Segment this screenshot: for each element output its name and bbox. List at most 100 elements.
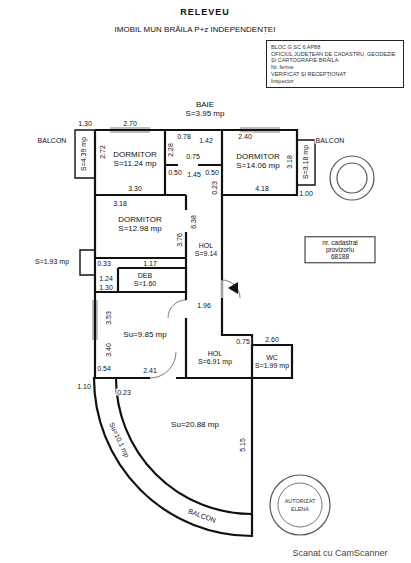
note-label: Scanat cu CamScanner [291, 549, 388, 558]
room-name: BLOC G SC 6 AP88 [271, 44, 399, 50]
dimension-label: 0.33 [96, 260, 112, 267]
door-swing [168, 300, 186, 318]
wall [221, 130, 223, 195]
area-label: Su=9.85 mp [123, 331, 166, 340]
dimension-label: 0.75 [235, 338, 251, 345]
dimension-label: 1.17 [142, 260, 158, 267]
area-label: S=4.39 mp [80, 137, 88, 171]
balcony: S=3.18 mp [302, 145, 310, 179]
area-label: S=1.93 mp [35, 258, 69, 266]
round-stamp-inner [337, 163, 367, 193]
door-swing [150, 352, 176, 378]
room-name: BAIE [186, 101, 225, 110]
dimension-label: 3.30 [127, 185, 143, 192]
dimension-label: 0.75 [185, 153, 201, 160]
dimension-label: 5.15 [239, 437, 246, 453]
area-label: S=11.24 mp [113, 160, 156, 169]
room-name: DORMITOR [236, 153, 279, 162]
dimension-label: 3.76 [176, 232, 183, 248]
entrance-door-gap [221, 280, 222, 298]
area-label: Nr. ferme [271, 64, 399, 70]
area-label: S=14.06 mp [236, 162, 279, 171]
wall [95, 377, 292, 379]
dimension-label: 1.42 [198, 137, 214, 144]
note-label: IMOBIL MUN BRĂILA P+z INDEPENDENȚEI [114, 26, 277, 34]
room-name: HOL [198, 350, 232, 358]
dimension-label: 0.54 [96, 365, 112, 372]
dimension-label: 1.30 [77, 120, 93, 127]
balcony: Su=10.1 mp BALCON [84, 378, 254, 540]
dimension-label: 2.41 [142, 367, 158, 374]
area-label: S=1.99 mp [255, 362, 289, 370]
living-room: Su=20.88 mp [171, 421, 219, 430]
balcony-outline [75, 130, 95, 178]
area-label: S=3.95 mp [186, 110, 225, 119]
room: DORMITORS=14.06 mp [236, 153, 279, 171]
area-label: Inspector [271, 78, 399, 84]
round-stamp [330, 156, 374, 200]
balcony-outline [297, 140, 315, 185]
dimension-label: 0.23 [116, 389, 132, 396]
wall [185, 195, 187, 378]
dimension-label: 3.53 [105, 310, 112, 326]
balcony-outline [80, 250, 95, 275]
balcony: S=4.39 mp [80, 137, 88, 171]
dimension-label: 2.60 [264, 336, 280, 343]
round-stamp: AUTORIZATELENA [269, 474, 331, 536]
note-label: BALCON [37, 137, 68, 144]
room-name: HOL [195, 242, 217, 250]
dimension-label: 2.70 [122, 120, 138, 127]
dimension-label: 1.10 [76, 383, 92, 390]
wall [118, 268, 186, 292]
area-label: S=12.98 mp [118, 225, 161, 234]
note-label: BALCON [315, 137, 346, 144]
dimension-label: 1.00 [298, 190, 314, 197]
room-name: DEB [134, 272, 156, 280]
room-name: DORMITOR [118, 216, 161, 225]
dimension-label: 0.78 [176, 133, 192, 140]
area-label: S=1.60 [134, 280, 156, 288]
cadastral-box: nr. cadastral provizoriu68188 [305, 236, 376, 263]
wall [251, 345, 253, 378]
area-label: OFICIUL JUDEȚEAN DE CADASTRU, GEODEZIE Ș… [271, 51, 399, 63]
wall [165, 164, 222, 166]
room-name: DORMITOR [113, 151, 156, 160]
stamp-box: BLOC G SC 6 AP88OFICIUL JUDEȚEAN DE CADA… [266, 40, 404, 88]
area-label: S=6.91 mp [198, 358, 232, 366]
outer-wall [94, 130, 297, 536]
dimension-label: 6.38 [190, 214, 197, 230]
dimension-label: 1.96 [196, 302, 212, 309]
dimension-label: 2.40 [237, 133, 253, 140]
balcony: S=1.93 mp [35, 258, 69, 266]
dimension-label: 3.40 [105, 342, 112, 358]
dimension-label: 2.28 [167, 142, 174, 158]
dimension-label: 1.30 [98, 284, 114, 291]
dimension-label: 0.50 [167, 169, 183, 176]
room: DORMITORS=11.24 mp [113, 151, 156, 169]
dimension-label: 1.24 [98, 275, 114, 282]
area-label: BALCON [186, 507, 218, 525]
entrance-arrow [228, 282, 238, 294]
stamp-ring [269, 474, 331, 536]
dimension-label: 0.23 [211, 180, 218, 196]
window-mark [93, 128, 280, 340]
room-name: nr. cadastral provizoriu [310, 239, 371, 253]
area-label: ELENA [291, 506, 309, 512]
area-label: 68188 [310, 254, 371, 261]
area-label: S=9.14 [195, 250, 217, 258]
dimension-label: 0.50 [204, 169, 220, 176]
stamp-ring [278, 483, 322, 527]
room: DORMITORS=12.98 mp [118, 216, 161, 234]
dimension-label: 4.18 [254, 185, 270, 192]
wc-room: WCS=1.99 mp [255, 354, 289, 369]
balcony-inner-arc [116, 378, 252, 514]
wall [95, 194, 186, 196]
hall: HOLS=6.91 mp [198, 350, 232, 365]
room: BAIES=3.95 mp [186, 101, 225, 119]
room-name: Su=10.1 mp [107, 420, 131, 459]
area-label: S=3.18 mp [302, 145, 310, 179]
stamp-ring [270, 475, 330, 535]
kitchen: Su=9.85 mp [123, 331, 166, 340]
area-label: VERIFICAT ȘI RECEPȚIONAT [271, 71, 399, 77]
dimension-label: 3.18 [112, 200, 128, 207]
